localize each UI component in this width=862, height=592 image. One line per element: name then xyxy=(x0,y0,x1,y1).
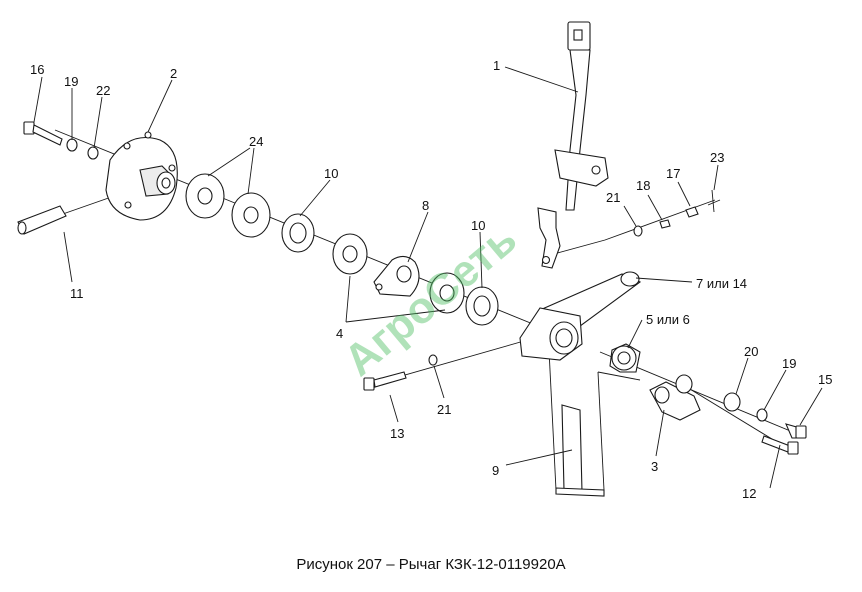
callout-12: 12 xyxy=(742,486,756,501)
ring-part-10-right xyxy=(465,286,499,326)
lever-part-1 xyxy=(537,21,609,269)
callout-4: 4 xyxy=(336,326,343,341)
arm-part-7 xyxy=(519,271,642,361)
ring-part-10-left xyxy=(281,213,315,253)
callout-19-left: 19 xyxy=(64,74,78,89)
callout-21-lower: 21 xyxy=(437,402,451,417)
callout-2: 2 xyxy=(170,66,177,81)
figure-caption: Рисунок 207 – Рычаг КЗК-12-0119920А xyxy=(296,556,566,573)
callout-20: 20 xyxy=(744,344,758,359)
callout-8: 8 xyxy=(422,198,429,213)
plate-part-8 xyxy=(373,255,420,297)
callout-13: 13 xyxy=(390,426,404,441)
callout-10-left: 10 xyxy=(324,166,338,181)
callout-5-or-6: 5 или 6 xyxy=(646,312,690,327)
washers-part-24 xyxy=(185,173,271,238)
callout-24: 24 xyxy=(249,134,263,149)
washer-part-22 xyxy=(87,146,99,160)
flange-part-2 xyxy=(105,131,178,221)
callout-19-right: 19 xyxy=(782,356,796,371)
washer-part-19-right xyxy=(756,408,768,422)
callout-9: 9 xyxy=(492,463,499,478)
cotter-pin-part-23 xyxy=(707,189,721,213)
callout-1: 1 xyxy=(493,58,500,73)
callout-21-upper: 21 xyxy=(606,190,620,205)
bolt-part-16 xyxy=(23,121,63,146)
nut-part-17 xyxy=(685,206,699,218)
bushing-part-5 xyxy=(609,343,641,373)
callout-17: 17 xyxy=(666,166,680,181)
callout-3: 3 xyxy=(651,459,658,474)
bracket-part-3 xyxy=(597,371,701,421)
callout-15: 15 xyxy=(818,372,832,387)
washer-part-21-lower xyxy=(428,354,438,366)
top-hardware-axis xyxy=(549,199,716,256)
bolt-part-15 xyxy=(785,423,807,439)
callout-16: 16 xyxy=(30,62,44,77)
nut-part-18 xyxy=(659,219,671,229)
washer-part-20 xyxy=(723,392,741,412)
washer-part-21-upper xyxy=(633,225,643,237)
callout-7-or-14: 7 или 14 xyxy=(696,276,747,291)
callout-18: 18 xyxy=(636,178,650,193)
leader-lines xyxy=(33,66,823,489)
callout-23: 23 xyxy=(710,150,724,165)
bolt-part-13 xyxy=(363,371,407,391)
callout-22: 22 xyxy=(96,83,110,98)
washer-part-19-left xyxy=(66,138,78,152)
bar-part-9 xyxy=(547,329,605,497)
pin-part-11 xyxy=(17,205,67,235)
callout-10-right: 10 xyxy=(471,218,485,233)
bolt-part-12 xyxy=(761,435,799,455)
callout-11: 11 xyxy=(70,286,84,301)
washers-part-4 xyxy=(332,233,465,314)
